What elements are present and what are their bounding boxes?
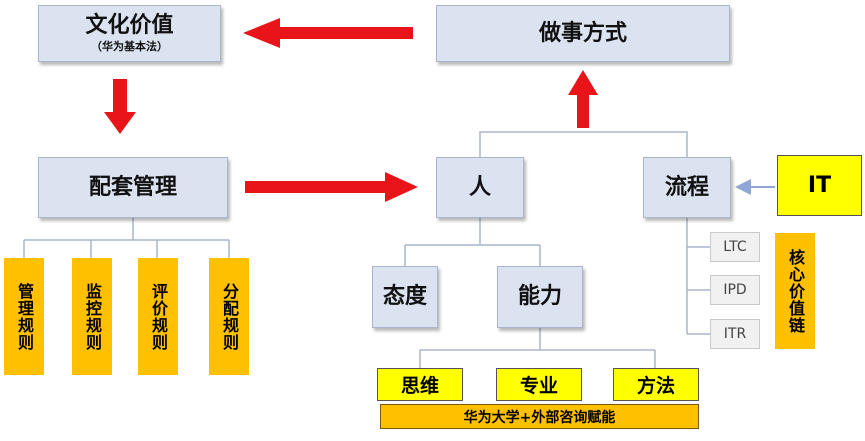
ability-item: 专业 [496,368,582,401]
management-item: 评价规则 [138,258,178,375]
ability-title: 能力 [517,284,562,310]
people-process-lines [479,131,688,157]
process-item-label: IPD [723,282,747,298]
arrow-culture-to-mgmt [104,79,136,134]
core-value-chain-label: 核心价值链 [786,248,805,334]
management-tree-lines [23,218,230,258]
ability-tree-lines [419,328,656,368]
people-title: 人 [468,174,491,200]
ability-item-label: 方法 [636,375,675,397]
arrow-mgmt-to-people [245,172,418,202]
enablement-bar-label: 华为大学+外部咨询赋能 [463,409,616,426]
management-item: 监控规则 [72,258,112,375]
process-item: ITR [710,319,760,349]
process-box: 流程 [643,157,731,218]
process-item-label: LTC [723,239,747,255]
ability-item-label: 专业 [519,375,558,397]
people-box: 人 [436,157,524,218]
process-item: IPD [710,275,760,305]
culture-box: 文化价值 （华为基本法） [38,5,221,62]
culture-subtitle: （华为基本法） [91,40,168,54]
supporting-mgmt-box: 配套管理 [38,157,228,218]
management-item-label: 评价规则 [149,282,168,351]
ability-item: 思维 [377,368,463,401]
attitude-title: 态度 [382,284,427,310]
arrow-way-to-culture [243,18,413,48]
ability-item: 方法 [613,368,699,401]
management-item-label: 监控规则 [83,282,102,351]
ability-item-label: 思维 [400,375,439,397]
people-tree-lines [404,218,541,266]
management-item: 分配规则 [209,258,249,375]
it-title: IT [807,173,832,198]
way-of-working-box: 做事方式 [436,5,730,62]
process-item-label: ITR [723,326,747,342]
process-tree-lines [686,218,710,335]
way-of-working-title: 做事方式 [538,20,627,46]
management-item-label: 管理规则 [15,282,34,351]
ability-box: 能力 [497,266,583,328]
management-item: 管理规则 [4,258,44,375]
attitude-box: 态度 [372,266,438,328]
process-item: LTC [710,232,760,262]
culture-title: 文化价值 [85,13,174,39]
enablement-bar: 华为大学+外部咨询赋能 [380,404,699,429]
management-item-label: 分配规则 [220,282,239,351]
arrow-up-to-way [568,70,598,128]
it-box: IT [777,155,862,216]
supporting-mgmt-title: 配套管理 [88,174,177,200]
core-value-chain-box: 核心价值链 [775,233,815,349]
process-title: 流程 [664,174,709,200]
